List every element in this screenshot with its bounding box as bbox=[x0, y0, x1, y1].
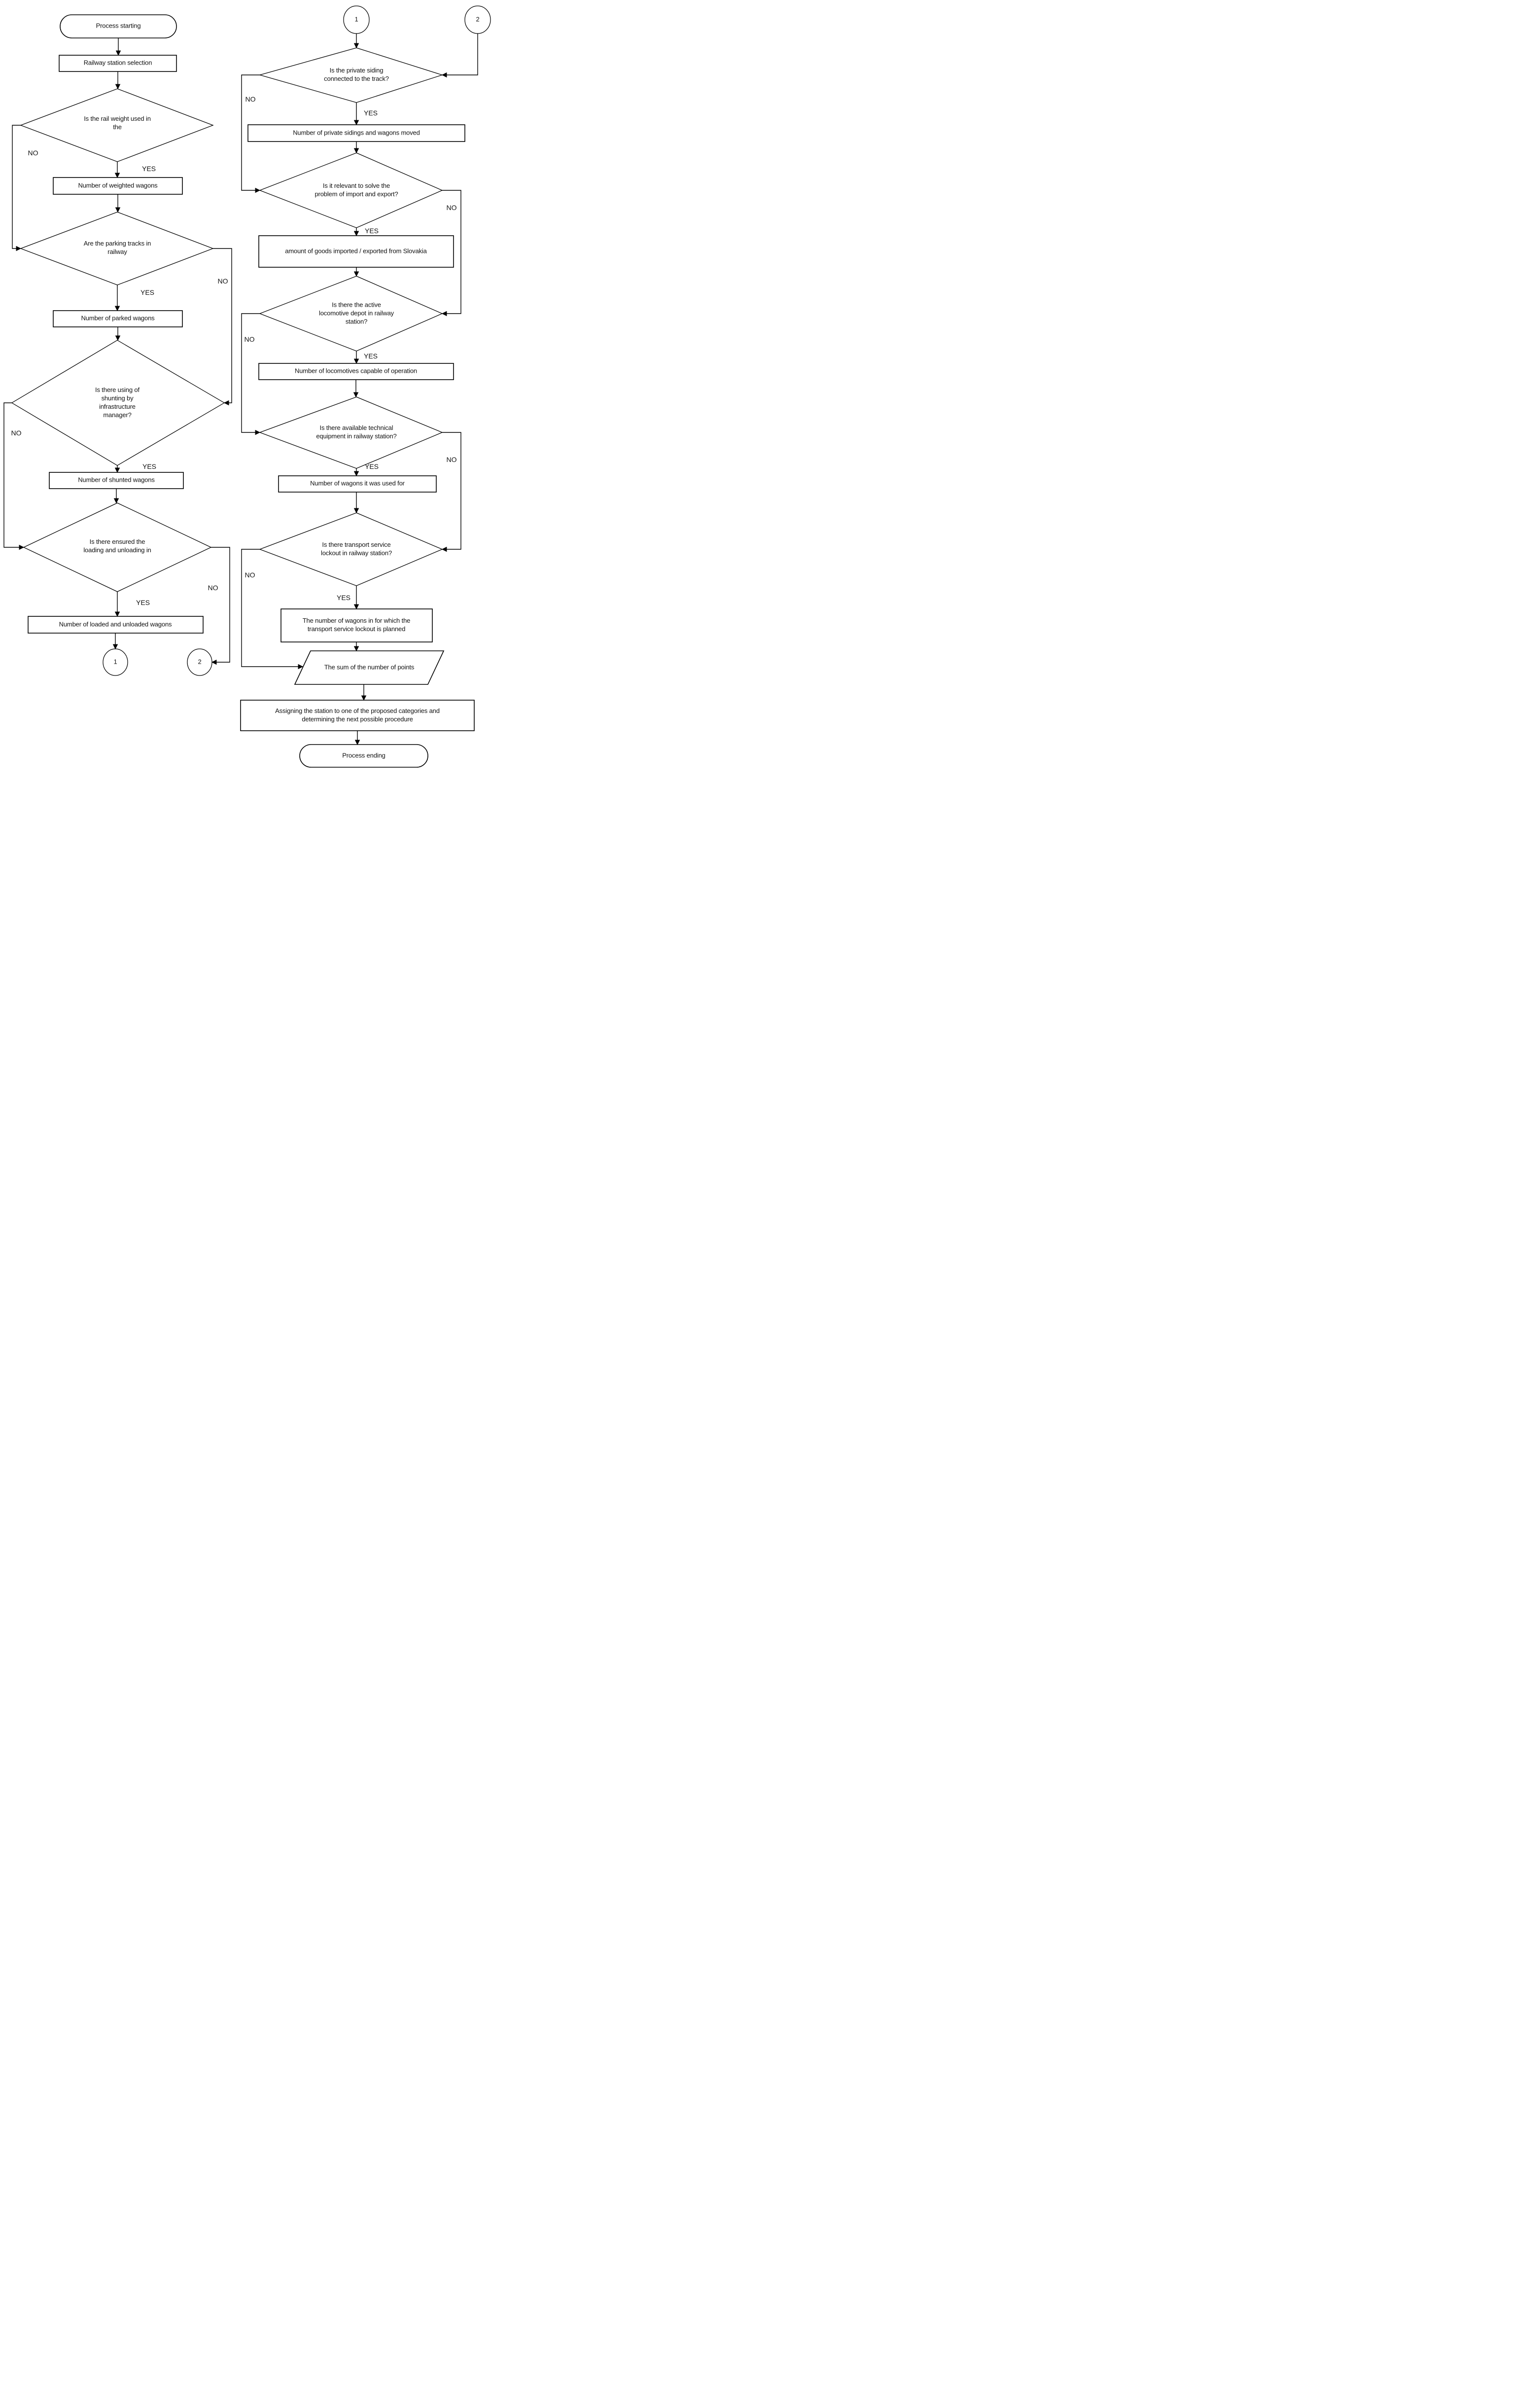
rail-weight-decision-label: Is the rail weight used in the bbox=[84, 115, 151, 131]
sum-points-label: The sum of the number of points bbox=[324, 663, 415, 671]
parking-tracks-decision-label: Are the parking tracks in railway bbox=[83, 240, 151, 255]
edge-loading-no bbox=[211, 547, 230, 665]
connector-2-top-label: 2 bbox=[476, 15, 480, 23]
tech-equipment-yes-label: YES bbox=[364, 462, 379, 470]
edge-siding-no bbox=[241, 74, 261, 193]
flowchart-canvas bbox=[3, 5, 491, 768]
edge-connector2-to-siding bbox=[441, 34, 478, 78]
import-export-decision-label: Is it relevant to solve the problem of i… bbox=[315, 182, 398, 198]
shunting-decision-label: Is there using of shunting by infrastruc… bbox=[95, 386, 140, 419]
loading-decision-label: Is there ensured the loading and unloadi… bbox=[83, 538, 151, 554]
import-export-yes-label: YES bbox=[364, 226, 379, 235]
goods-amount-label: amount of goods imported / exported from… bbox=[285, 247, 427, 255]
lockout-decision-label: Is there transport service lockout in ra… bbox=[320, 541, 392, 557]
process-ending-label: Process ending bbox=[342, 751, 385, 759]
parking-yes-label: YES bbox=[140, 288, 154, 296]
connector-1-top-label: 1 bbox=[354, 15, 358, 23]
lockout-wagons-label: The number of wagons in for which the tr… bbox=[302, 617, 411, 633]
edge-importexport-no bbox=[441, 190, 461, 317]
private-siding-yes-label: YES bbox=[363, 108, 378, 117]
weighted-wagons-label: Number of weighted wagons bbox=[78, 181, 158, 189]
process-starting-label: Process starting bbox=[96, 22, 141, 30]
rail-weight-yes-label: YES bbox=[141, 164, 156, 173]
loading-yes-label: YES bbox=[136, 598, 150, 606]
loco-depot-yes-label: YES bbox=[363, 352, 378, 360]
sum-points-shape bbox=[294, 650, 445, 685]
rail-weight-no-label: NO bbox=[28, 148, 38, 157]
railway-station-selection-label: Railway station selection bbox=[83, 59, 152, 67]
edge-shunting-no bbox=[3, 402, 25, 550]
lockout-no-label: NO bbox=[245, 570, 255, 579]
private-siding-no-label: NO bbox=[245, 95, 256, 103]
loco-depot-no-label: NO bbox=[244, 335, 255, 343]
loaded-wagons-label: Number of loaded and unloaded wagons bbox=[59, 620, 172, 628]
edge-depot-no bbox=[241, 313, 261, 435]
edge-lockout-no bbox=[241, 549, 304, 670]
loco-depot-decision-label: Is there the active locomotive depot in … bbox=[318, 301, 394, 325]
edge-railweight-no bbox=[12, 125, 22, 251]
shunting-yes-label: YES bbox=[142, 462, 156, 470]
parking-no-label: NO bbox=[217, 277, 228, 285]
process-ending-shape bbox=[299, 744, 428, 768]
shunting-no-label: NO bbox=[11, 428, 22, 437]
import-export-no-label: NO bbox=[446, 203, 457, 212]
lockout-yes-label: YES bbox=[336, 593, 350, 602]
parked-wagons-label: Number of parked wagons bbox=[81, 314, 155, 322]
shunted-wagons-label: Number of shunted wagons bbox=[78, 476, 155, 484]
connector-1-bottom-label: 1 bbox=[113, 658, 117, 666]
edge-equipment-no bbox=[441, 432, 461, 552]
connector-2-bottom-label: 2 bbox=[198, 658, 202, 666]
loading-no-label: NO bbox=[208, 583, 218, 592]
tech-equipment-decision-label: Is there available technical equipment i… bbox=[316, 424, 397, 440]
private-siding-decision-label: Is the private siding connected to the t… bbox=[324, 67, 389, 82]
private-sidings-label: Number of private sidings and wagons mov… bbox=[293, 129, 420, 137]
assigning-label: Assigning the station to one of the prop… bbox=[275, 707, 440, 723]
tech-equipment-no-label: NO bbox=[446, 455, 457, 463]
wagons-used-label: Number of wagons it was used for bbox=[310, 479, 405, 487]
flowchart: Process starting Railway station selecti… bbox=[0, 0, 513, 794]
edge-parking-no bbox=[213, 248, 232, 406]
locomotives-label: Number of locomotives capable of operati… bbox=[294, 367, 418, 375]
